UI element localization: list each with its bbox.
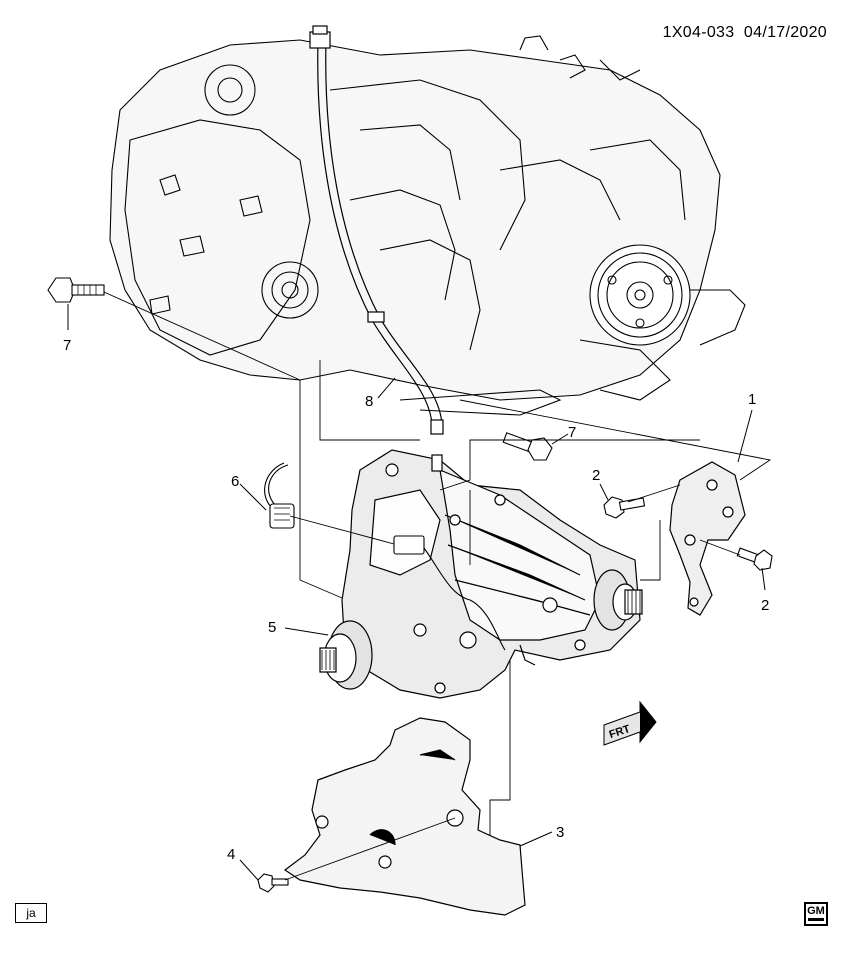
callout-2-upper: 2 [592,467,600,484]
bolt-4 [257,873,289,893]
callout-7-right: 7 [568,424,576,441]
bolt-7-left [47,277,105,303]
drawing-id: 1X04-033 [662,24,735,41]
dipstick-tube [309,25,444,435]
heat-shield [283,717,526,916]
alignment-lines [103,291,772,881]
callout-3: 3 [556,824,564,841]
transfer-case-bracket [669,461,746,616]
bolt-2-upper [603,496,646,519]
callout-7-left: 7 [63,337,71,354]
wiring-harness [264,462,506,651]
callout-6: 6 [231,473,239,490]
callout-4: 4 [227,846,235,863]
engine-assembly [109,35,746,416]
drawing-date: 04/17/2020 [743,24,827,41]
gm-logo: GM [804,902,828,926]
drawing-header: 1X04-033 04/17/2020 [663,24,827,42]
transfer-case-assembly [319,449,643,699]
gm-logo-bar [808,918,824,921]
callout-1: 1 [748,391,756,408]
illustrator-tag: ja [15,903,47,923]
callout-2-lower: 2 [761,597,769,614]
bolt-7-right [502,432,553,461]
bolt-2-lower [736,547,773,571]
gm-logo-text: GM [807,905,825,917]
callout-leaders [67,304,766,881]
front-arrow: FRT [603,700,657,746]
callout-5: 5 [268,619,276,636]
callout-8: 8 [365,393,373,410]
